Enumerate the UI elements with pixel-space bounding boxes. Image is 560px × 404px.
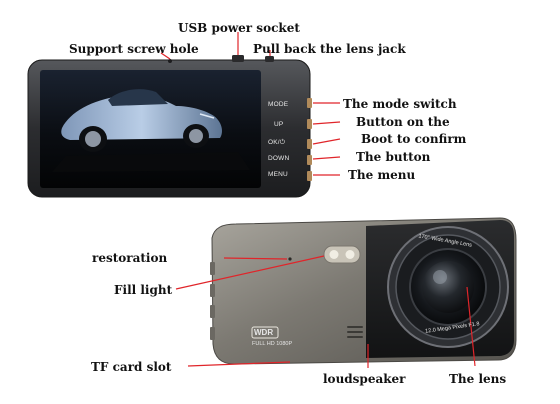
fullhd-text: FULL HD 1080P xyxy=(252,341,293,347)
down-button: DOWN xyxy=(268,155,290,162)
dashcam-back-view xyxy=(210,217,517,365)
fill-light xyxy=(323,245,361,264)
label-support-screw-hole: Support screw hole xyxy=(69,42,199,56)
label-mode-switch: The mode switch xyxy=(343,97,457,111)
label-restoration: restoration xyxy=(92,251,168,265)
label-the-button: The button xyxy=(356,150,431,164)
up-button: UP xyxy=(274,121,284,128)
wdr-badge: WDR xyxy=(254,328,274,337)
car-image-icon xyxy=(52,89,250,172)
label-the-lens: The lens xyxy=(449,372,507,386)
label-lens-jack: Pull back the lens jack xyxy=(253,42,406,56)
label-loudspeaker: loudspeaker xyxy=(323,372,406,386)
label-usb-power-socket: USB power socket xyxy=(178,21,300,35)
label-fill-light: Fill light xyxy=(114,283,173,297)
label-boot-to-confirm: Boot to confirm xyxy=(361,132,467,146)
reset-hole-icon xyxy=(288,257,292,261)
screw-hole-icon xyxy=(168,59,172,63)
label-the-menu: The menu xyxy=(348,168,416,182)
usb-port-icon xyxy=(232,55,244,62)
label-tf-card-slot: TF card slot xyxy=(91,360,172,374)
pointer-lines xyxy=(160,32,476,368)
label-button-on-the: Button on the xyxy=(356,115,450,129)
lens-jack-icon xyxy=(265,56,274,62)
ok-power-button: OK/⏻ xyxy=(268,139,286,146)
speaker-grille-icon xyxy=(347,326,363,338)
dashcam-front-view xyxy=(27,55,312,198)
mode-button: MODE xyxy=(268,101,289,108)
menu-button: MENU xyxy=(268,171,288,178)
